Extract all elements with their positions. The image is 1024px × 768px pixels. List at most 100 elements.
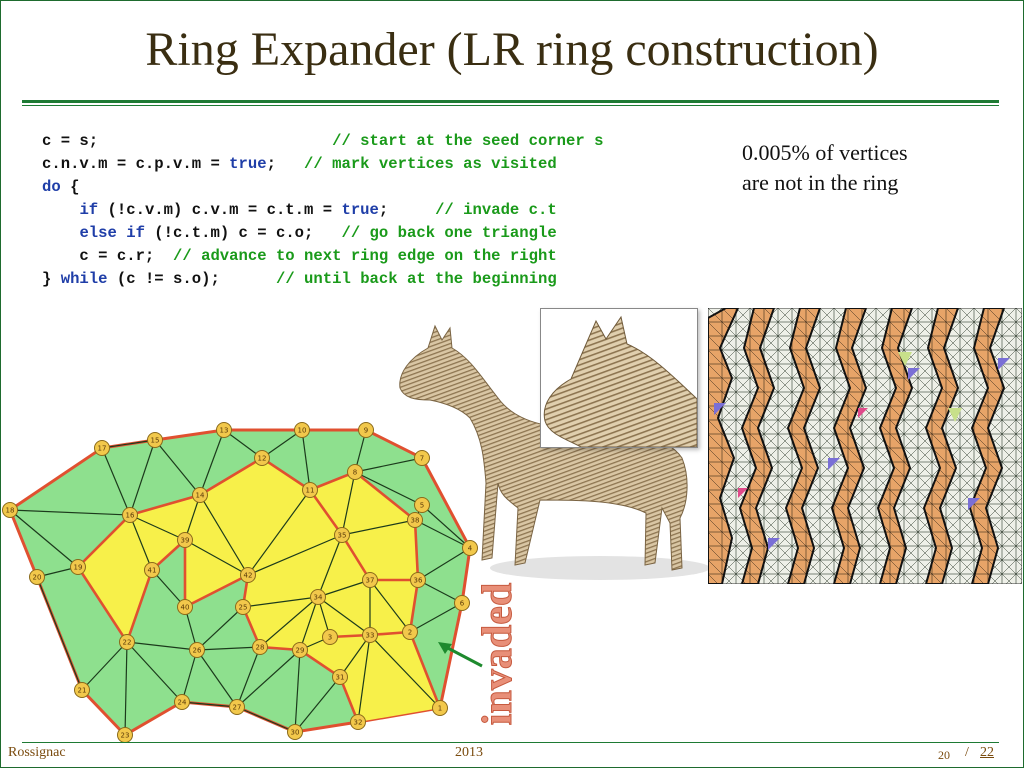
footer-total-pages[interactable]: 22 [980,745,994,760]
mesh-vertex: 35 [334,527,350,543]
mesh-vertex-label: 37 [366,577,375,585]
code-comment: // go back one triangle [341,224,557,242]
mesh-vertex: 30 [287,724,303,740]
mesh-vertex-dot [302,482,318,498]
code-text [42,224,79,242]
note-text: 0.005% of vertices are not in the ring [742,138,908,198]
code-line: else if (!c.t.m) c = c.o; // go back one… [42,222,603,245]
footer-author: Rossignac [8,745,66,760]
mesh-vertex-label: 26 [193,647,202,655]
code-line: c = c.r; // advance to next ring edge on… [42,245,603,268]
code-text: { [60,178,80,196]
mesh-vertex-label: 4 [468,545,473,553]
mesh-vertex-dot [119,634,135,650]
note-line-2: are not in the ring [742,170,899,195]
mesh-vertex-label: 1 [438,705,442,713]
mesh-vertex: 29 [292,642,308,658]
mesh-vertex: 21 [74,682,90,698]
mesh-vertex-dot [192,487,208,503]
mesh-vertex-label: 18 [6,507,15,515]
invaded-arrow-icon [438,642,483,668]
mesh-vertex-label: 42 [244,572,253,580]
code-keyword: else if [79,224,145,242]
code-comment: // invade c.t [435,201,557,219]
mesh-vertex-label: 5 [420,502,424,510]
mesh-vertex: 20 [29,569,45,585]
mesh-vertex-dot [358,422,374,438]
mesh-vertex-label: 25 [239,604,248,612]
footer-separator: / [965,745,969,760]
mesh-vertex-dot [147,432,163,448]
code-keyword: true [341,201,379,219]
code-comment: // until back at the beginning [275,270,557,288]
mesh-vertex-dot [122,507,138,523]
mesh-vertex: 12 [254,450,270,466]
code-line: do { [42,176,603,199]
mesh-vertex-dot [432,700,448,716]
mesh-vertex-label: 14 [196,492,205,500]
code-keyword: if [79,201,99,219]
mesh-vertex-label: 3 [328,634,332,642]
mesh-vertex-dot [414,450,430,466]
mesh-vertex: 10 [294,422,310,438]
mesh-vertex-label: 38 [411,517,420,525]
code-text: ; [266,155,305,173]
code-keyword: true [229,155,267,173]
mesh-vertex-dot [332,669,348,685]
mesh-vertex: 24 [174,694,190,710]
mesh-diagram: 1234567891011121314151617181920212223242… [2,422,478,743]
mesh-vertex: 36 [410,572,426,588]
mesh-vertex-label: 27 [233,704,242,712]
mesh-vertex-dot [252,639,268,655]
mesh-vertex-dot [322,629,338,645]
mesh-vertex-label: 12 [258,455,267,463]
mesh-vertex: 1 [432,700,448,716]
mesh-vertex-label: 10 [298,427,307,435]
code-line: } while (c != s.o); // until back at the… [42,268,603,291]
mesh-vertex-label: 11 [306,487,315,495]
mesh-vertex: 14 [192,487,208,503]
mesh-vertex: 32 [350,714,366,730]
mesh-region-yellow-3 [310,472,418,580]
mesh-vertex-dot [216,422,232,438]
footer-year: 2013 [455,745,483,760]
mesh-vertex-label: 19 [74,564,83,572]
mesh-vertex: 16 [122,507,138,523]
mesh-vertex-label: 13 [220,427,229,435]
mesh-vertex-dot [294,422,310,438]
mesh-vertex: 7 [414,450,430,466]
horse-model-image [399,324,710,580]
mesh-vertex-label: 24 [178,699,187,707]
code-keyword: while [60,270,108,288]
mesh-vertex-label: 40 [181,604,190,612]
mesh-vertex-dot [292,642,308,658]
mesh-vertex: 2 [402,624,418,640]
mesh-vertex: 28 [252,639,268,655]
mesh-vertex: 8 [347,464,363,480]
mesh-vertices: 1234567891011121314151617181920212223242… [2,422,478,743]
horse-closeup-image [540,308,698,448]
mesh-vertex: 34 [310,589,326,605]
mesh-vertex: 27 [229,699,245,715]
code-text: c = c.r; [42,247,174,265]
mesh-vertex-dot [177,599,193,615]
title-rule-thin [22,105,999,106]
mesh-vertex-label: 17 [98,445,107,453]
mesh-vertex: 3 [322,629,338,645]
mesh-vertex: 18 [2,502,18,518]
mesh-vertex: 26 [189,642,205,658]
mesh-vertex: 31 [332,669,348,685]
mesh-vertex-dot [347,464,363,480]
code-keyword: do [42,178,61,196]
mesh-vertex: 33 [362,627,378,643]
mesh-vertex-label: 7 [420,455,424,463]
mesh-vertex-label: 2 [408,629,412,637]
mesh-vertex-label: 16 [126,512,135,520]
code-text: c = s; [42,132,333,150]
mesh-vertex-label: 33 [366,632,375,640]
mesh-vertex-label: 9 [364,427,368,435]
mesh-vertex-dot [70,559,86,575]
mesh-vertex-label: 32 [354,719,363,727]
mesh-vertex-dot [414,497,430,513]
